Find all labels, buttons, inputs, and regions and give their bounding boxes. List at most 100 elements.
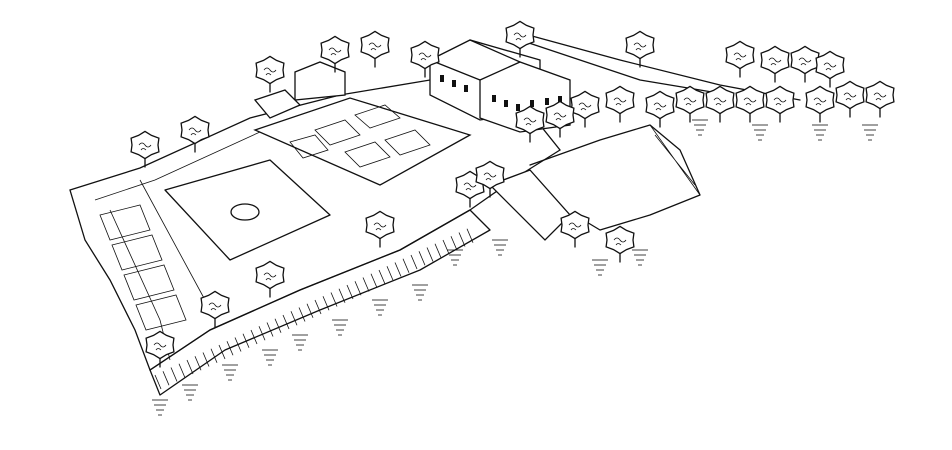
hatch-stroke <box>170 367 178 382</box>
tree <box>570 90 600 128</box>
hatch-stroke <box>274 318 282 333</box>
tree <box>360 30 390 68</box>
hatch-stroke <box>322 296 330 311</box>
tree <box>605 225 635 263</box>
window <box>504 100 508 107</box>
hatch-stroke <box>386 266 394 281</box>
tree <box>705 85 735 123</box>
tree <box>725 40 755 78</box>
hatch-stroke <box>418 251 426 266</box>
window <box>530 100 534 107</box>
hatch-stroke <box>290 311 298 326</box>
hatch-stroke <box>194 356 202 371</box>
hatch-stroke <box>370 273 378 288</box>
hatch-stroke <box>346 284 354 300</box>
hatch-stroke <box>458 232 466 247</box>
tree <box>410 40 440 78</box>
trees <box>130 20 895 368</box>
gatehouse <box>253 89 302 119</box>
window <box>492 95 496 102</box>
fountain <box>230 203 260 221</box>
hatch-stroke <box>154 374 162 390</box>
reflection <box>332 319 348 336</box>
tree <box>145 330 175 368</box>
window <box>440 75 444 82</box>
wall-hatching <box>154 228 474 390</box>
tree <box>790 45 820 83</box>
tree <box>475 160 505 198</box>
reflection <box>752 124 768 141</box>
east-meadow <box>529 124 701 231</box>
reflection <box>262 349 278 366</box>
hatch-stroke <box>298 307 306 322</box>
tree <box>835 80 865 118</box>
window <box>464 85 468 92</box>
reflection <box>372 299 388 316</box>
reflection <box>592 259 608 276</box>
reflection <box>632 249 648 266</box>
hatch-stroke <box>466 228 474 243</box>
tree <box>545 100 575 138</box>
reflection <box>292 334 308 351</box>
tree <box>515 105 545 143</box>
reflection <box>692 119 708 136</box>
river-wall <box>149 209 491 396</box>
hatch-stroke <box>306 303 314 318</box>
hatch-stroke <box>282 314 290 330</box>
tree <box>760 45 790 83</box>
tree <box>200 290 230 328</box>
tree <box>320 35 350 73</box>
hatch-stroke <box>218 344 226 360</box>
water-reflections <box>152 119 878 416</box>
reflection <box>812 124 828 141</box>
terrace-plots <box>99 204 187 331</box>
tree <box>365 210 395 248</box>
tree <box>765 85 795 123</box>
garden-beds <box>289 104 431 168</box>
tree <box>645 90 675 128</box>
hatch-stroke <box>266 322 274 337</box>
hatch-stroke <box>362 277 370 292</box>
reflection <box>222 364 238 381</box>
tree <box>505 20 535 58</box>
tree <box>130 130 160 168</box>
hatch-stroke <box>442 239 450 255</box>
hatch-stroke <box>338 288 346 303</box>
reflection <box>152 399 168 416</box>
hatch-stroke <box>258 326 266 341</box>
hatch-stroke <box>234 337 242 352</box>
hatch-stroke <box>186 359 194 375</box>
reflection <box>182 384 198 401</box>
tree <box>255 260 285 298</box>
walled-kitchen-garden <box>253 97 472 186</box>
window <box>558 96 562 103</box>
tree <box>815 50 845 88</box>
reflection <box>412 284 428 301</box>
hatch-stroke <box>162 371 170 386</box>
hatch-stroke <box>202 352 210 367</box>
lower-parterre-garden <box>164 159 331 261</box>
tree <box>805 85 835 123</box>
hatch-stroke <box>178 363 186 378</box>
tree <box>605 85 635 123</box>
hatch-stroke <box>410 254 418 270</box>
tree <box>675 85 705 123</box>
hatch-stroke <box>330 292 338 307</box>
window <box>516 104 520 111</box>
tree <box>865 80 895 118</box>
window <box>545 98 549 105</box>
outbuilding <box>294 61 346 101</box>
tree <box>180 115 210 153</box>
hatch-stroke <box>314 299 322 315</box>
hatch-stroke <box>250 329 258 345</box>
tree <box>735 85 765 123</box>
meadow-wall <box>649 124 701 196</box>
reflection <box>447 249 463 266</box>
reflection <box>492 239 508 256</box>
hatch-stroke <box>210 348 218 363</box>
hatch-stroke <box>378 269 386 285</box>
hatch-stroke <box>394 262 402 277</box>
hatch-stroke <box>426 247 434 262</box>
hatch-stroke <box>434 243 442 258</box>
